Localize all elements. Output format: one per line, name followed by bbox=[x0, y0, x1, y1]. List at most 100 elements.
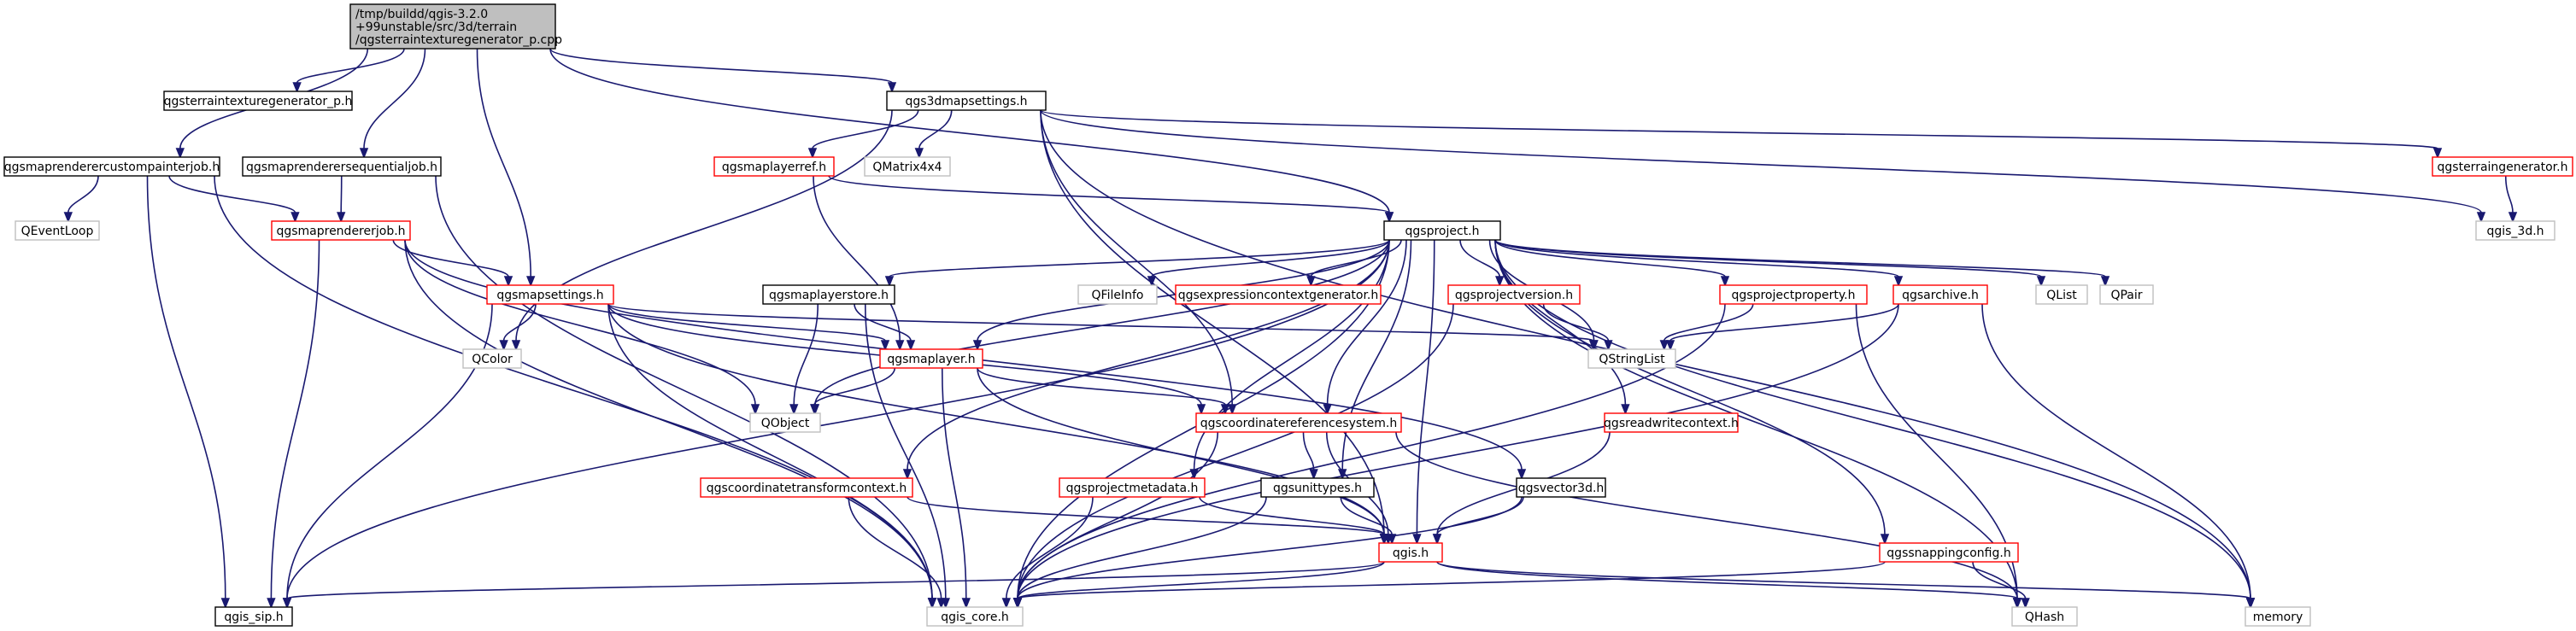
node-terraingen[interactable]: qgsterraingenerator.h bbox=[2432, 156, 2573, 177]
edge-line bbox=[340, 175, 343, 213]
edge-line bbox=[977, 367, 1385, 535]
edge-root-to-project bbox=[549, 48, 1394, 224]
node-texgen[interactable]: qgsterraintexturegenerator_p.h bbox=[163, 91, 353, 111]
node-rwcontext[interactable]: qgsreadwritecontext.h bbox=[1604, 412, 1739, 433]
node-label: qgsmaplayerref.h bbox=[722, 161, 826, 174]
edge-arrowhead bbox=[1880, 534, 1890, 546]
edge-qgish-to-memory bbox=[1436, 561, 2256, 610]
edge-arrowhead bbox=[2021, 598, 2030, 610]
node-unittypes[interactable]: qgsunittypes.h bbox=[1260, 477, 1375, 498]
edge-line bbox=[404, 239, 933, 599]
node-projversion[interactable]: qgsprojectversion.h bbox=[1447, 284, 1581, 305]
node-label: +99unstable/src/3d/terrain bbox=[355, 20, 517, 34]
node-custompainter[interactable]: qgsmaprenderercustompainterjob.h bbox=[3, 156, 220, 177]
node-qstringlist[interactable]: QStringList bbox=[1587, 348, 1676, 369]
node-label: qgsmaprenderersequentialjob.h bbox=[246, 161, 437, 174]
node-label: qgsmaplayerstore.h bbox=[769, 289, 889, 302]
edge-arrowhead bbox=[895, 340, 905, 352]
edge-projmeta-to-qgiscore bbox=[1001, 496, 1094, 610]
node-projmeta[interactable]: qgsprojectmetadata.h bbox=[1059, 477, 1206, 498]
edge-line bbox=[1040, 109, 2438, 149]
edge-line bbox=[1459, 239, 1500, 278]
edge-mapsettings-to-qgissip bbox=[282, 303, 493, 610]
edge-transformctx-to-qgiscore bbox=[848, 496, 946, 610]
edge-arrowhead bbox=[526, 276, 536, 288]
edge-line bbox=[296, 48, 405, 84]
node-label: qgsmapsettings.h bbox=[496, 289, 603, 302]
edge-project-to-archive bbox=[1494, 239, 1904, 288]
node-box bbox=[1604, 412, 1739, 433]
node-box bbox=[242, 156, 442, 177]
edge-line bbox=[1494, 239, 2106, 278]
node-qgissip[interactable]: qgis_sip.h bbox=[214, 606, 293, 627]
edge-arrowhead bbox=[906, 340, 916, 352]
node-memory[interactable]: memory bbox=[2244, 606, 2311, 627]
node-qhash[interactable]: QHash bbox=[2011, 606, 2078, 627]
node-label: qgsarchive.h bbox=[1902, 289, 1979, 302]
node-box bbox=[2475, 220, 2555, 241]
node-qobject[interactable]: QObject bbox=[749, 412, 821, 433]
node-box bbox=[762, 284, 895, 305]
node-root[interactable]: /tmp/buildd/qgis-3.2.0+99unstable/src/3d… bbox=[349, 3, 562, 50]
edge-line bbox=[1494, 239, 1726, 278]
edge-line bbox=[363, 48, 426, 149]
node-label: QFileInfo bbox=[1092, 289, 1144, 302]
edge-line bbox=[1494, 239, 2251, 599]
node-qgis3d[interactable]: qgis_3d.h bbox=[2475, 220, 2555, 241]
edge-line bbox=[1542, 303, 1610, 342]
node-rendererjob[interactable]: qgsmaprendererjob.h bbox=[271, 220, 411, 241]
node-qlist[interactable]: QList bbox=[2035, 284, 2088, 305]
edge-arrowhead bbox=[337, 212, 346, 224]
node-box bbox=[1077, 284, 1158, 305]
edge-line bbox=[435, 175, 933, 599]
node-project[interactable]: qgsproject.h bbox=[1383, 220, 1501, 241]
node-layerref[interactable]: qgsmaplayerref.h bbox=[713, 156, 835, 177]
node-label: QHash bbox=[2025, 611, 2064, 624]
edge-arrowhead bbox=[2036, 276, 2046, 288]
node-exprctxgen[interactable]: qgsexpressioncontextgenerator.h bbox=[1175, 284, 1382, 305]
edge-arrowhead bbox=[1665, 340, 1675, 352]
edge-projproperty-to-qstringlist bbox=[1659, 303, 1754, 352]
node-label: /qgsterraintexturegenerator_p.cpp bbox=[355, 33, 562, 47]
edge-line bbox=[1664, 303, 1754, 342]
node-layerstore[interactable]: qgsmaplayerstore.h bbox=[762, 284, 895, 305]
node-crs[interactable]: qgscoordinatereferencesystem.h bbox=[1195, 412, 1402, 433]
node-qgish[interactable]: qgis.h bbox=[1378, 542, 1443, 563]
edge-line bbox=[549, 48, 893, 84]
node-box bbox=[486, 284, 614, 305]
node-vector3d[interactable]: qgsvector3d.h bbox=[1516, 477, 1606, 498]
edge-maplayer-to-qgish bbox=[977, 367, 1389, 546]
node-qpair[interactable]: QPair bbox=[2099, 284, 2154, 305]
edge-sequential-to-qgiscore bbox=[435, 175, 937, 610]
node-projproperty[interactable]: qgsprojectproperty.h bbox=[1719, 284, 1868, 305]
node-box bbox=[700, 477, 913, 498]
edge-root-to-settings3d bbox=[549, 48, 897, 94]
edge-crs-to-qgiscore bbox=[1012, 431, 1219, 610]
edge-line bbox=[1040, 109, 2482, 213]
node-box bbox=[864, 156, 951, 177]
node-maplayer[interactable]: qgsmaplayer.h bbox=[879, 348, 983, 369]
edge-line bbox=[813, 367, 896, 406]
node-qfileinfo[interactable]: QFileInfo bbox=[1077, 284, 1158, 305]
node-sequential[interactable]: qgsmaprenderersequentialjob.h bbox=[242, 156, 442, 177]
node-snapping[interactable]: qgssnappingconfig.h bbox=[1879, 542, 2019, 563]
node-label: QMatrix4x4 bbox=[872, 161, 942, 174]
edge-arrowhead bbox=[175, 148, 185, 160]
node-qgiscore[interactable]: qgis_core.h bbox=[926, 606, 1024, 627]
edge-arrowhead bbox=[1147, 276, 1157, 288]
edge-settings3d-to-qmatrix bbox=[914, 109, 953, 160]
node-archive[interactable]: qgsarchive.h bbox=[1892, 284, 1988, 305]
edge-line bbox=[1981, 303, 2251, 599]
node-mapsettings[interactable]: qgsmapsettings.h bbox=[486, 284, 614, 305]
node-qmatrix[interactable]: QMatrix4x4 bbox=[864, 156, 951, 177]
node-label: qgsunittypes.h bbox=[1273, 482, 1362, 495]
edge-arrowhead bbox=[1412, 534, 1422, 546]
node-qeventloop[interactable]: QEventLoop bbox=[15, 220, 100, 241]
node-box bbox=[2432, 156, 2573, 177]
edge-mapsettings-to-qcolor bbox=[499, 303, 537, 352]
edge-line bbox=[1017, 303, 1899, 599]
node-settings3d[interactable]: qgs3dmapsettings.h bbox=[886, 91, 1047, 111]
edge-project-to-qlist bbox=[1494, 239, 2046, 288]
node-transformctx[interactable]: qgscoordinatetransformcontext.h bbox=[700, 477, 913, 498]
node-qcolor[interactable]: QColor bbox=[462, 348, 522, 369]
